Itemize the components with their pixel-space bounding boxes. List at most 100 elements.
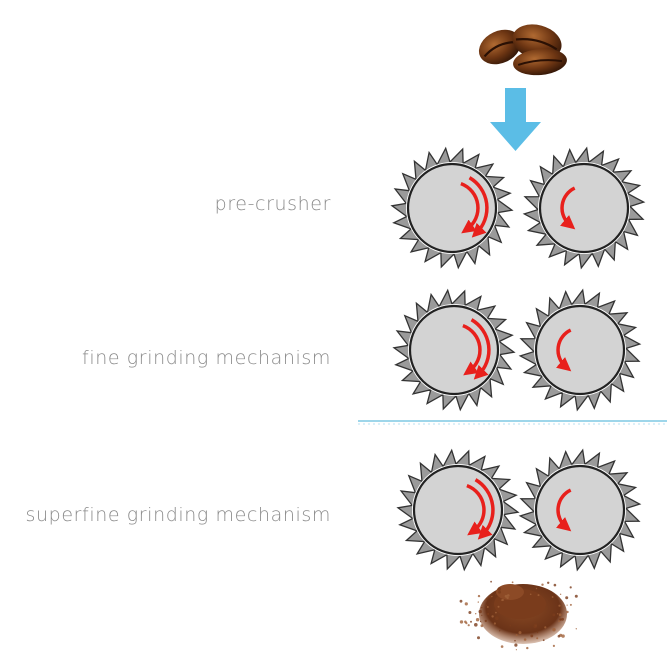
powder-speck xyxy=(501,599,503,601)
pre-crusher-roller-left-body xyxy=(406,162,498,254)
powder-speck xyxy=(515,649,518,651)
powder-speck xyxy=(523,638,527,641)
powder-speck xyxy=(479,620,482,623)
powder-speck xyxy=(574,594,578,598)
powder-speck xyxy=(542,639,545,642)
powder-speck xyxy=(559,593,562,595)
powder-speck xyxy=(566,610,569,614)
powder-speck xyxy=(511,581,514,584)
powder-speck xyxy=(490,580,492,583)
powder-speck xyxy=(553,583,557,587)
powder-speck xyxy=(480,624,484,628)
rotation-arrow-icon xyxy=(466,478,495,540)
powder-speck xyxy=(569,603,572,606)
fine-grinding-roller-right-body xyxy=(534,304,626,396)
powder-speck xyxy=(468,611,472,614)
powder-speck xyxy=(485,598,488,600)
powder-speck xyxy=(464,602,468,606)
powder-speck xyxy=(569,586,572,589)
fine-grinding-roller-right xyxy=(518,288,642,412)
powder-speck xyxy=(475,613,477,615)
powder-speck xyxy=(467,624,470,627)
powder-speck xyxy=(497,587,502,591)
label-pre-crusher: pre-crusher xyxy=(214,193,331,215)
powder-speck xyxy=(558,613,562,616)
pre-crusher-roller-left xyxy=(390,146,514,270)
powder-speck xyxy=(535,587,538,590)
powder-speck xyxy=(526,646,529,650)
powder-speck xyxy=(565,596,569,600)
powder-speck xyxy=(533,623,538,627)
powder-speck xyxy=(499,630,501,632)
powder-speck xyxy=(487,597,489,600)
powder-speck xyxy=(491,595,493,598)
powder-speck xyxy=(514,639,516,642)
powder-speck xyxy=(481,606,483,609)
powder-speck xyxy=(552,644,556,648)
powder-speck xyxy=(537,594,540,597)
powder-speck xyxy=(465,622,468,625)
powder-speck xyxy=(488,595,492,599)
powder-speck xyxy=(557,613,559,615)
powder-speck xyxy=(552,628,556,632)
coffee-beans-icon xyxy=(478,24,567,76)
superfine-grinding-roller-left-body xyxy=(412,464,504,556)
powder-speck xyxy=(529,593,532,596)
powder-speck xyxy=(495,611,497,614)
powder-speck xyxy=(504,594,508,598)
powder-speck xyxy=(477,636,480,640)
powder-speck xyxy=(558,604,561,607)
powder-speck xyxy=(486,606,489,608)
powder-speck xyxy=(459,599,463,603)
powder-speck xyxy=(497,605,500,608)
powder-speck xyxy=(474,623,478,627)
rotation-arrow-icon xyxy=(556,328,572,372)
powder-speck xyxy=(478,609,482,614)
powder-speck xyxy=(518,631,522,635)
powder-speck xyxy=(475,618,480,622)
powder-speck xyxy=(544,626,547,629)
rotation-arrow-icon xyxy=(560,186,576,230)
powder-speck xyxy=(495,616,499,620)
powder-speck xyxy=(500,645,504,648)
powder-speck xyxy=(494,593,497,596)
powder-speck xyxy=(481,614,483,617)
powder-speck xyxy=(566,604,568,606)
powder-speck xyxy=(558,620,560,623)
label-superfine-grinding: superfine grinding mechanism xyxy=(25,504,331,526)
powder-speck xyxy=(507,594,510,597)
down-arrow-icon xyxy=(490,88,541,151)
powder-speck xyxy=(470,620,472,623)
powder-speck xyxy=(561,617,564,621)
ground-coffee-icon xyxy=(459,580,578,651)
powder-speck xyxy=(557,634,561,638)
pre-crusher-roller-right xyxy=(522,146,646,270)
powder-speck xyxy=(493,622,496,625)
powder-speck xyxy=(487,612,490,616)
label-fine-grinding: fine grinding mechanism xyxy=(82,347,331,369)
powder-speck xyxy=(530,634,534,638)
rotation-arrow-icon xyxy=(556,488,572,532)
powder-speck xyxy=(547,581,550,584)
powder-speck xyxy=(477,594,481,598)
pre-crusher-roller-right-body xyxy=(538,162,630,254)
powder-speck xyxy=(496,600,499,603)
powder-speck xyxy=(552,613,556,617)
fine-grinding-roller-left-body xyxy=(408,304,500,396)
powder-speck xyxy=(477,601,479,603)
powder-speck xyxy=(575,628,577,630)
powder-speck xyxy=(517,584,519,587)
powder-speck xyxy=(515,634,518,637)
powder-speck xyxy=(491,615,494,618)
rotation-arrow-icon xyxy=(460,176,489,238)
superfine-grinding-roller-right-body xyxy=(534,464,626,556)
rotation-arrow-icon xyxy=(462,318,491,380)
superfine-grinding-roller-right xyxy=(518,448,642,572)
powder-speck xyxy=(559,618,562,621)
powder-speck xyxy=(541,583,544,586)
powder-speck xyxy=(459,620,464,624)
divider-line xyxy=(358,420,667,425)
powder-speck xyxy=(485,604,488,607)
